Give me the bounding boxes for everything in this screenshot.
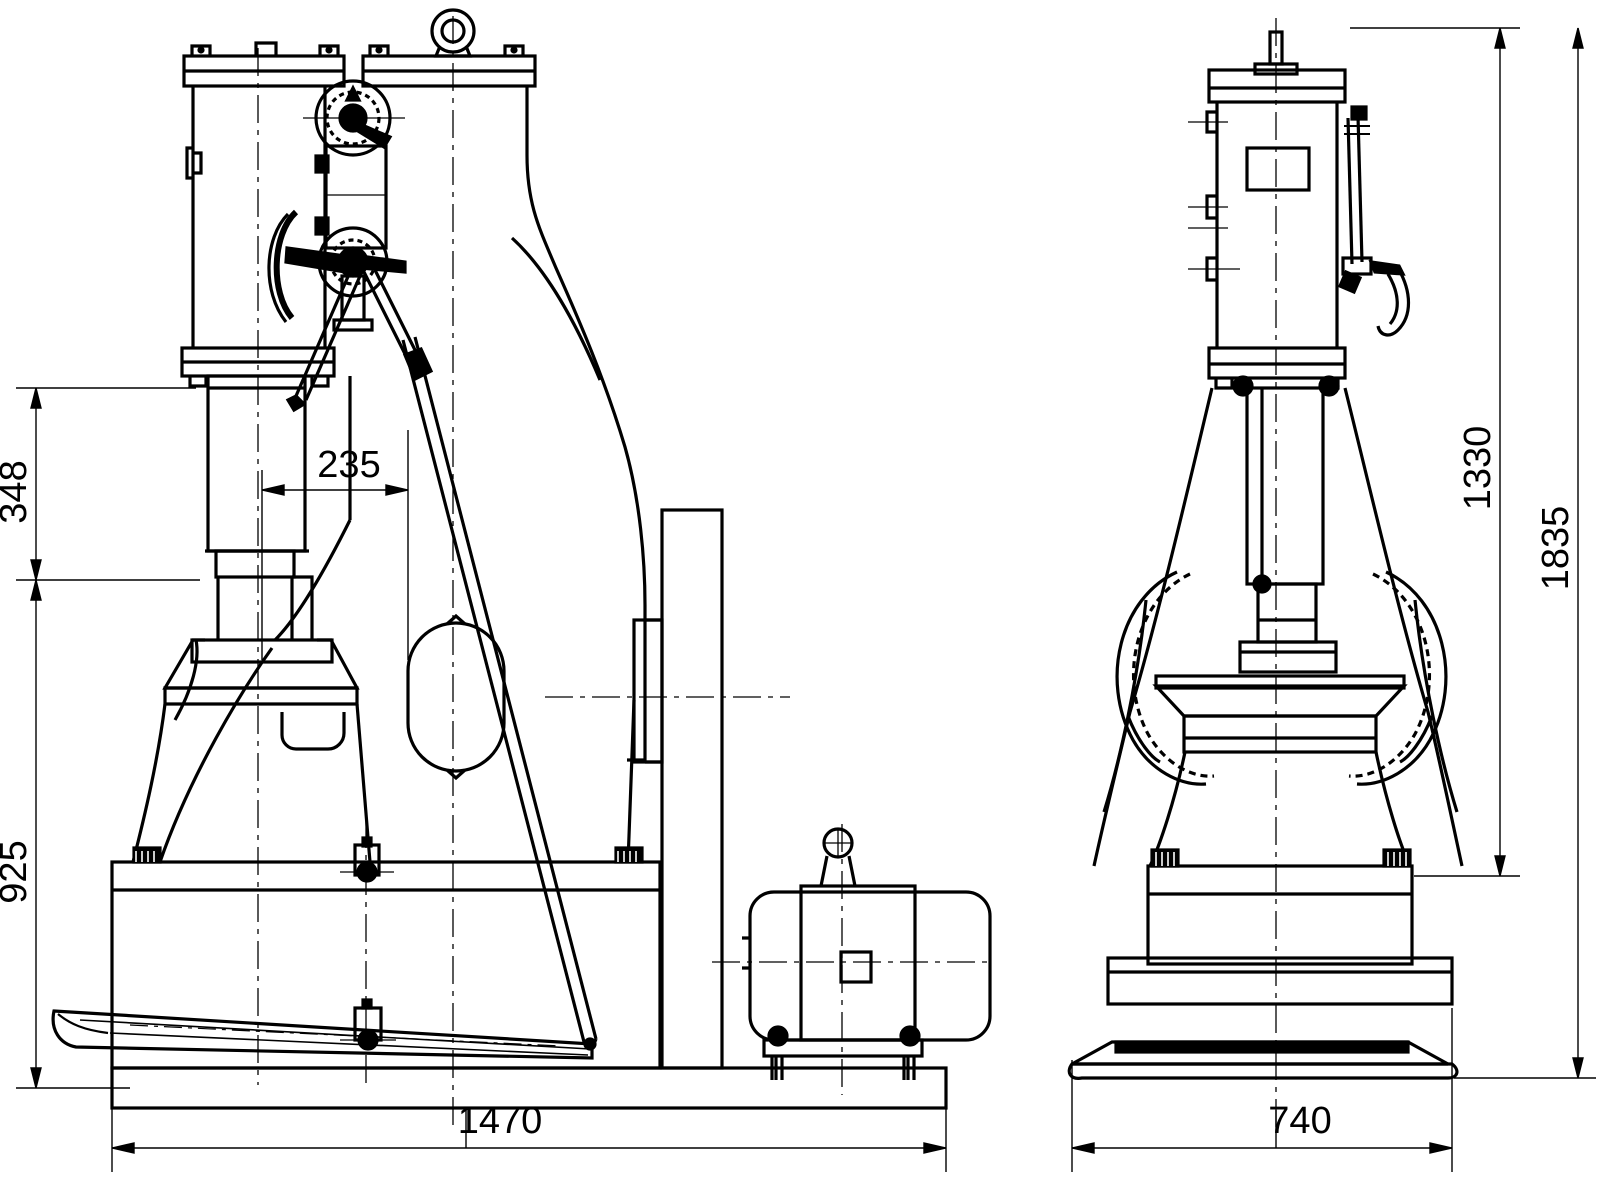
dimension-1330 [1350, 27, 1520, 877]
hammer-frame-casting [158, 86, 647, 863]
dimension-label-1330: 1330 [1457, 426, 1499, 511]
dimension-label-925: 925 [0, 840, 35, 903]
base-plinth-front [1146, 848, 1414, 966]
anvil-taper-front [1148, 751, 1412, 867]
view-side-elevation [51, 8, 992, 1125]
dimension-235 [261, 430, 409, 660]
anvil-seat-front [1152, 674, 1408, 754]
dimension-layer [16, 27, 1596, 1172]
dimension-label-1470: 1470 [458, 1100, 543, 1142]
dimension-label-348: 348 [0, 460, 35, 523]
electric-motor [742, 827, 992, 1080]
base-plate-front [1106, 956, 1454, 1006]
dimension-1835 [1454, 27, 1596, 1079]
motor-support-upright [632, 508, 724, 1070]
dimension-text-layer: 348 925 235 1470 740 1330 1835 [0, 426, 1577, 1142]
dimension-label-235: 235 [317, 444, 380, 486]
control-lever-front [1337, 105, 1410, 337]
treadle-pivot-bracket-upper [340, 836, 394, 883]
dimension-label-740: 740 [1268, 1100, 1331, 1142]
crank-linkage-arm [267, 79, 434, 413]
dimension-1470 [111, 1072, 947, 1172]
dimension-label-1835: 1835 [1535, 506, 1577, 591]
treadle-pivot-bracket-lower [340, 998, 396, 1051]
ram-guide-front [1232, 375, 1340, 674]
foot-treadle-front [1067, 1040, 1459, 1080]
drive-belt [1115, 570, 1448, 786]
frame-legs-front [1092, 387, 1464, 867]
centerlines-side [257, 16, 992, 1125]
tie-rod [401, 336, 598, 1051]
dimension-740 [1071, 1008, 1453, 1172]
base-plinth [110, 836, 662, 1070]
dimension-348 [16, 387, 200, 581]
cylinder-head-assembly [182, 41, 537, 88]
ram-guide-column [162, 374, 360, 706]
cylinder-head-front [1188, 30, 1347, 390]
lifting-eye-bolt [430, 8, 476, 58]
foot-treadle-lever [51, 1009, 594, 1060]
foundation-bolt-front [1150, 848, 1412, 868]
foundation-bolt [132, 846, 644, 864]
dimension-925 [16, 579, 130, 1089]
view-front-elevation [1067, 18, 1464, 1130]
frame-oval-opening [406, 613, 506, 781]
